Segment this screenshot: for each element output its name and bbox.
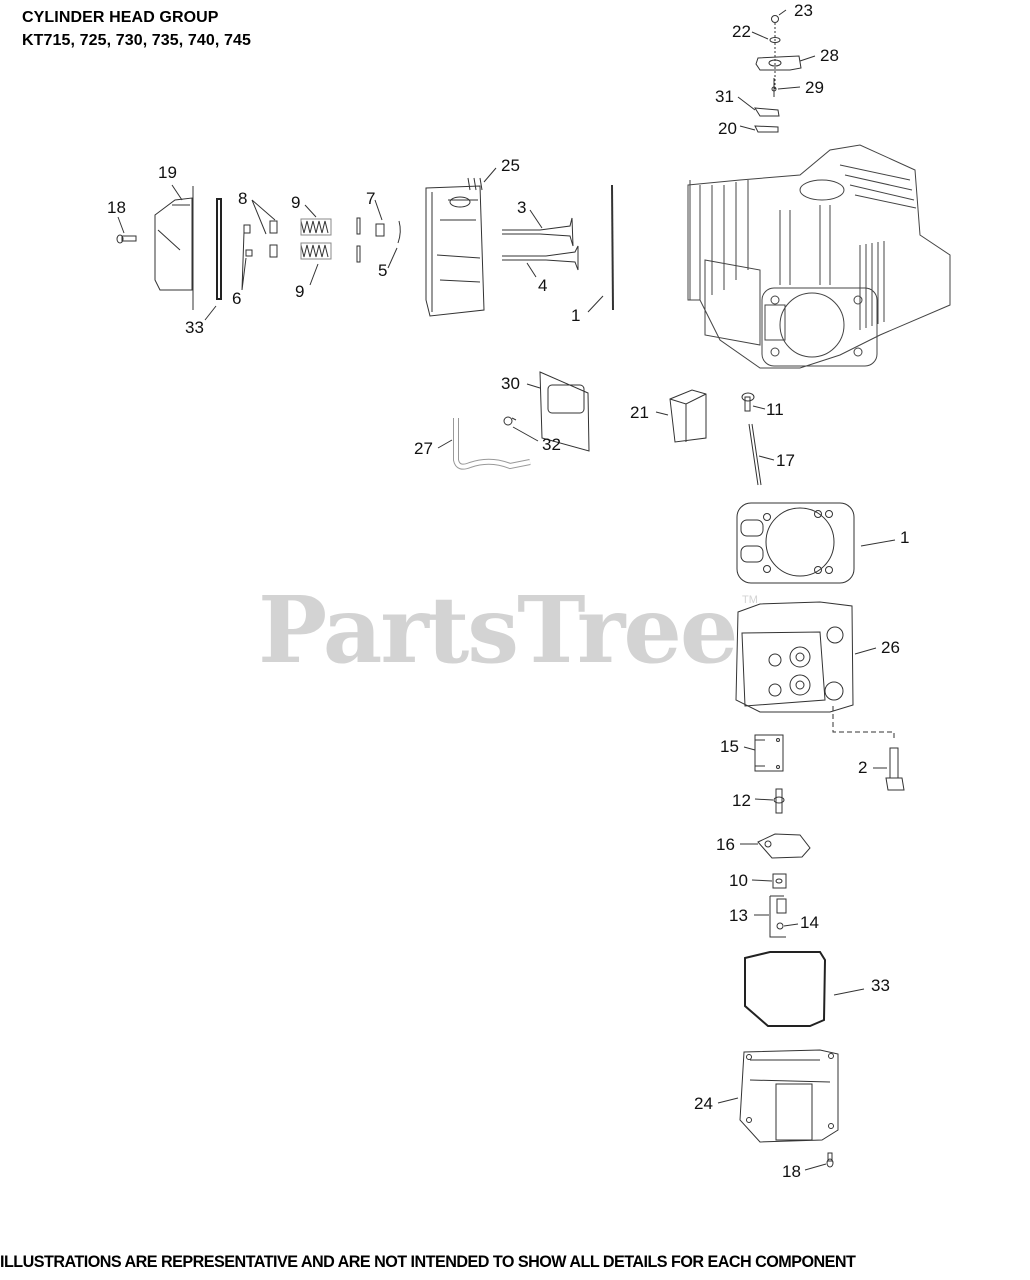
callout-33: 33 (871, 976, 890, 995)
callout-32: 32 (542, 435, 561, 454)
part-cover-gasket-33 (744, 951, 827, 1027)
part-valve-cover-24 (739, 1049, 839, 1143)
part-valve-intake-3 (502, 217, 574, 247)
callout-23: 23 (794, 1, 813, 20)
callout-22: 22 (732, 22, 751, 41)
callout-6: 6 (232, 289, 242, 308)
callout-19: 19 (158, 163, 177, 182)
callout-4: 4 (538, 276, 548, 295)
model-list: KT715, 725, 730, 735, 740, 745 (22, 32, 251, 49)
callout-30: 30 (501, 374, 520, 393)
callout-26: 26 (881, 638, 900, 657)
part-nut-23 (771, 15, 779, 23)
part-plate-20 (754, 125, 779, 133)
partstree-watermark: PartsTree (258, 576, 738, 684)
callout-28: 28 (820, 46, 839, 65)
part-shims (356, 217, 361, 263)
callout-14: 14 (800, 913, 819, 932)
callout-16: 16 (716, 835, 735, 854)
part-washer-22 (769, 37, 781, 43)
part-gasket-33 (216, 198, 222, 300)
part-head-bolt-2 (885, 747, 905, 791)
diagram-title: CYLINDER HEAD GROUP (22, 9, 219, 26)
callout-17: 17 (776, 451, 795, 470)
callout-5: 5 (378, 261, 388, 280)
part-cylinder-head-25 (425, 177, 485, 317)
callout-11: 11 (766, 400, 784, 419)
callout-18: 18 (782, 1162, 801, 1181)
callout-9: 9 (295, 282, 305, 301)
callout-15: 15 (720, 737, 739, 756)
part-crankcase-block (687, 144, 951, 369)
callout-8: 8 (238, 189, 248, 208)
callout-12: 12 (732, 791, 751, 810)
part-cylinder-head-26 (735, 601, 895, 740)
part-rocker-stud-12 (773, 788, 785, 814)
part-screw-18-bottom (826, 1152, 834, 1168)
part-bracket-28 (755, 55, 802, 71)
part-breather-cover-30 (539, 371, 590, 452)
part-plate-31 (754, 107, 780, 117)
part-retainers-8 (269, 220, 278, 258)
callout-1: 1 (571, 306, 581, 325)
callout-21: 21 (630, 403, 649, 422)
callout-27: 27 (414, 439, 433, 458)
part-hose-27 (453, 418, 531, 470)
callout-31: 31 (715, 87, 734, 106)
part-valve-exhaust-4 (502, 245, 579, 271)
part-keepers-6 (243, 224, 253, 257)
part-springs-9 (300, 218, 332, 260)
callout-18: 18 (107, 198, 126, 217)
part-gasket-side-1 (611, 184, 614, 311)
callout-29: 29 (805, 78, 824, 97)
part-nut-10 (772, 873, 787, 889)
callout-25: 25 (501, 156, 520, 175)
callout-9: 9 (291, 193, 301, 212)
callout-1: 1 (900, 528, 910, 547)
callout-10: 10 (729, 871, 748, 890)
callout-7: 7 (366, 189, 376, 208)
callout-33: 33 (185, 318, 204, 337)
disclaimer-footer: ILLUSTRATIONS ARE REPRESENTATIVE AND ARE… (0, 1253, 856, 1271)
part-guide-plate-15 (754, 734, 784, 772)
part-block-21 (669, 389, 707, 443)
part-screw-14 (776, 922, 784, 930)
part-stud-29 (771, 78, 777, 97)
callout-3: 3 (517, 198, 527, 217)
part-rocker-arm-16 (757, 833, 811, 859)
callout-20: 20 (718, 119, 737, 138)
trademark-mark: TM (742, 594, 758, 606)
part-head-gasket-1 (736, 502, 855, 584)
callout-24: 24 (694, 1094, 713, 1113)
part-seal-7 (375, 223, 385, 237)
callout-2: 2 (858, 758, 868, 777)
part-pushrod-17 (748, 423, 762, 486)
part-screw-18 (116, 234, 137, 244)
part-pushrod-guide-11 (741, 392, 755, 412)
part-clip-5 (397, 220, 401, 244)
part-fitting-32 (503, 416, 517, 426)
part-valve-cover-19 (154, 186, 194, 310)
callout-13: 13 (729, 906, 748, 925)
part-adjuster-13 (769, 895, 787, 938)
